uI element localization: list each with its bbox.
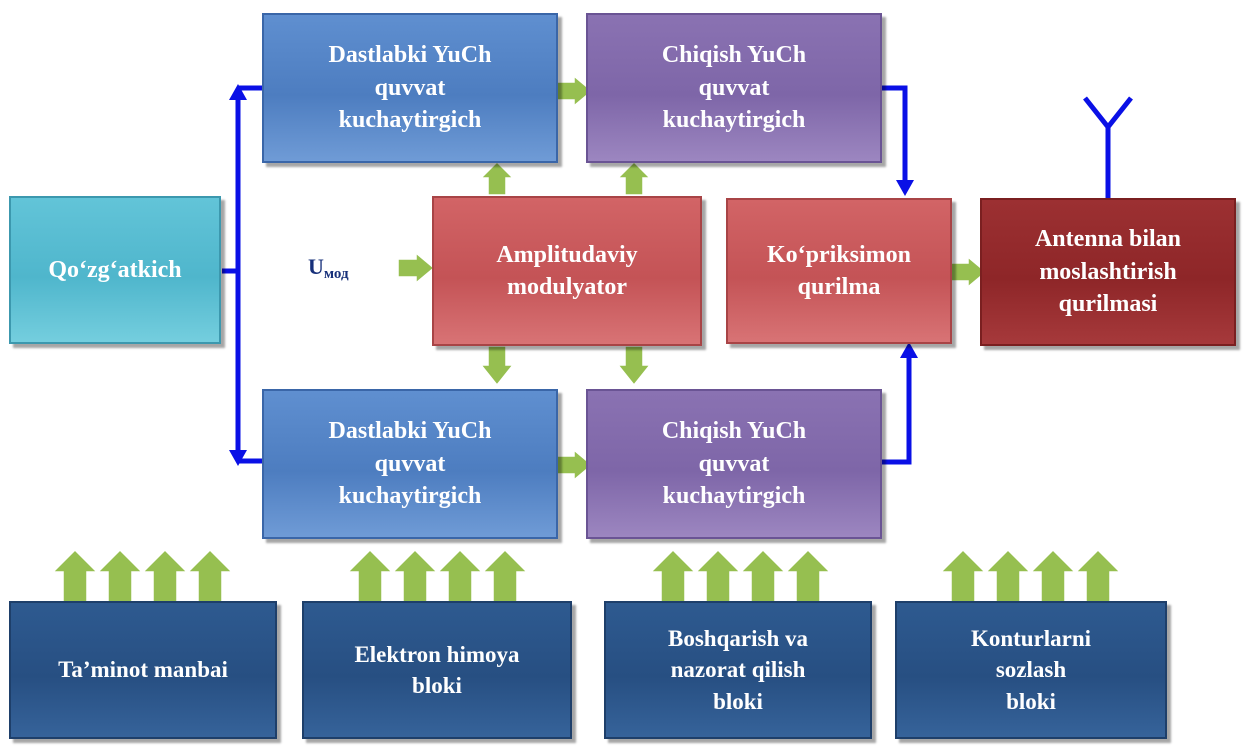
exciter-block: Qo‘zg‘atkich <box>9 196 221 344</box>
supply-up-arrow-icon <box>96 548 144 603</box>
control-up-arrow-icon <box>784 548 832 603</box>
modulation-voltage-subscript: мод <box>323 266 349 282</box>
circuit-tuning-block: Konturlarni sozlash bloki <box>895 601 1167 739</box>
line-arrowheads <box>229 84 918 466</box>
electronic-protection-block: Elektron himoya bloki <box>302 601 572 739</box>
bridge-to-antenna-arrow-icon <box>949 255 988 289</box>
bottom-out-to-bridge-line <box>880 358 912 465</box>
tuning-up-arrow-icon <box>1029 548 1077 603</box>
antenna-matching-block: Antenna bilan moslashtirish qurilmasi <box>980 198 1236 346</box>
pre-amplifier-top-block: Dastlabki YuCh quvvat kuchaytirgich <box>262 13 558 163</box>
preamp-to-out-bottom-arrow-icon <box>555 448 594 482</box>
output-amplifier-top-block: Chiqish YuCh quvvat kuchaytirgich <box>586 13 882 163</box>
protection-up-arrow-icon <box>346 548 394 603</box>
green-arrows <box>51 74 1122 603</box>
output-amplifier-bottom-block: Chiqish YuCh quvvat kuchaytirgich <box>586 389 882 539</box>
tuning-up-arrow-icon <box>1074 548 1122 603</box>
preamp-to-out-top-arrow-icon <box>555 74 594 108</box>
control-up-arrow-icon <box>649 548 697 603</box>
modulation-voltage-label: Uмод <box>308 254 349 282</box>
control-monitoring-block: Boshqarish va nazorat qilish bloki <box>604 601 872 739</box>
protection-up-arrow-icon <box>391 548 439 603</box>
protection-up-arrow-icon <box>481 548 529 603</box>
top-out-to-bridge-line <box>880 85 908 182</box>
mod-down-arrow-left-icon <box>479 345 515 387</box>
supply-up-arrow-icon <box>186 548 234 603</box>
tuning-up-arrow-icon <box>939 548 987 603</box>
signal-lines <box>222 85 1133 465</box>
supply-up-arrow-icon <box>141 548 189 603</box>
umod-input-arrow-icon <box>397 251 436 285</box>
control-up-arrow-icon <box>694 548 742 603</box>
mod-down-arrow-right-icon <box>616 345 652 387</box>
bus-up-arrowhead-icon <box>229 84 247 100</box>
modulation-voltage-symbol: U <box>308 254 324 279</box>
bridge-top-arrowhead-icon <box>896 180 914 196</box>
antenna-icon <box>1083 96 1133 132</box>
tuning-up-arrow-icon <box>984 548 1032 603</box>
pre-amplifier-bottom-block: Dastlabki YuCh quvvat kuchaytirgich <box>262 389 558 539</box>
bus-down-arrowhead-icon <box>229 450 247 466</box>
mod-up-arrow-right-icon <box>616 160 652 196</box>
amplitude-modulator-block: Amplitudaviy modulyator <box>432 196 702 346</box>
mod-up-arrow-left-icon <box>479 160 515 196</box>
power-supply-block: Ta’minot manbai <box>9 601 277 739</box>
bridge-device-block: Ko‘priksimon qurilma <box>726 198 952 344</box>
supply-up-arrow-icon <box>51 548 99 603</box>
bridge-bottom-arrowhead-icon <box>900 342 918 358</box>
protection-up-arrow-icon <box>436 548 484 603</box>
control-up-arrow-icon <box>739 548 787 603</box>
